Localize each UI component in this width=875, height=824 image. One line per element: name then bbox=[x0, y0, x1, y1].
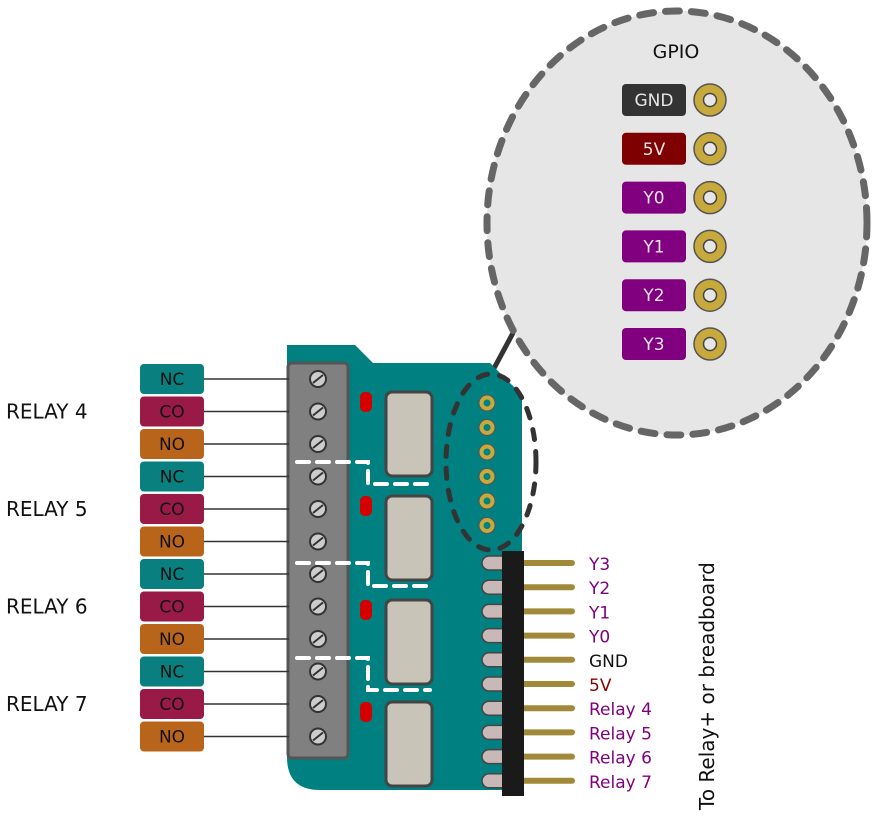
terminal-badge-nc bbox=[140, 461, 204, 492]
gpio-hole bbox=[702, 190, 718, 205]
header-pin-label: Y0 bbox=[588, 628, 610, 648]
status-led bbox=[360, 600, 372, 620]
gpio-pin-badge bbox=[622, 84, 686, 116]
gpio-hole bbox=[702, 92, 718, 108]
board-pad-hole bbox=[483, 399, 491, 407]
relay-component bbox=[384, 598, 434, 686]
header-pin-label: 5V bbox=[589, 676, 612, 696]
gpio-pin-badge bbox=[622, 230, 686, 263]
board-pad-hole bbox=[483, 424, 491, 431]
header-pin-label: Relay 4 bbox=[589, 700, 652, 720]
gpio-pin-label: Y2 bbox=[642, 286, 664, 306]
terminal-label: NO bbox=[159, 630, 185, 650]
screw-slot bbox=[312, 471, 324, 482]
screw-slot bbox=[312, 634, 324, 644]
board-pad-hole bbox=[483, 497, 491, 505]
gpio-pin-label: GND bbox=[635, 91, 674, 111]
terminal-badge-nc bbox=[140, 364, 204, 394]
gpio-pin-label: Y3 bbox=[642, 335, 664, 355]
terminal-label: NC bbox=[160, 468, 185, 488]
header-pin-label: Relay 5 bbox=[589, 724, 652, 744]
gpio-pin-badge bbox=[622, 132, 686, 165]
header-pin-label: Relay 7 bbox=[589, 773, 652, 793]
screw-slot bbox=[312, 439, 324, 449]
terminal-badge-co bbox=[140, 494, 204, 524]
gpio-title: GPIO bbox=[653, 41, 700, 63]
callout-connector bbox=[489, 330, 516, 375]
terminal-label: NC bbox=[160, 370, 185, 390]
status-led bbox=[360, 702, 372, 722]
side-note: To Relay+ or breadboard bbox=[695, 562, 719, 811]
screw-slot bbox=[312, 666, 324, 677]
terminal-label: CO bbox=[159, 695, 184, 715]
gpio-pin-badge bbox=[622, 328, 686, 360]
terminal-label: NC bbox=[160, 663, 185, 683]
terminal-badge-nc bbox=[140, 656, 204, 687]
gpio-pin-badge bbox=[622, 181, 686, 214]
terminal-badge-no bbox=[140, 721, 204, 752]
gpio-pin-badge bbox=[622, 279, 686, 312]
relay-component bbox=[384, 494, 434, 582]
terminal-badge-no bbox=[140, 624, 204, 654]
gpio-hole bbox=[702, 336, 718, 352]
gpio-pin-label: 5V bbox=[643, 140, 666, 160]
terminal-badge-nc bbox=[140, 559, 204, 589]
relay-board bbox=[286, 345, 575, 796]
header-pin-label: GND bbox=[589, 652, 628, 672]
gpio-hole bbox=[702, 239, 718, 254]
gpio-zoom-bubble bbox=[483, 7, 871, 439]
section-divider bbox=[295, 561, 432, 588]
relay-label: RELAY 7 bbox=[6, 692, 88, 716]
terminal-label: CO bbox=[159, 598, 184, 618]
terminal-badge-co bbox=[140, 689, 204, 719]
terminal-badge-co bbox=[140, 396, 204, 427]
header-pin-label: Y2 bbox=[588, 579, 610, 599]
terminal-label: NO bbox=[159, 533, 185, 553]
screw-slot bbox=[312, 699, 324, 709]
gpio-hole bbox=[702, 287, 718, 303]
terminal-badge-no bbox=[140, 429, 204, 459]
status-led bbox=[360, 392, 372, 412]
gpio-hole bbox=[702, 141, 718, 157]
screw-slot bbox=[312, 569, 324, 579]
relay-component bbox=[384, 390, 434, 478]
header-pin-label: Relay 6 bbox=[589, 749, 652, 769]
terminal-label: NO bbox=[159, 728, 185, 748]
gpio-pin-label: Y1 bbox=[642, 237, 664, 257]
terminal-label: NO bbox=[159, 435, 185, 455]
terminal-label: CO bbox=[159, 403, 184, 423]
screw-slot bbox=[312, 406, 324, 417]
terminal-badge-co bbox=[140, 591, 204, 622]
gpio-pads-highlight bbox=[443, 371, 539, 553]
screw-slot bbox=[312, 374, 324, 384]
relay-component bbox=[384, 700, 434, 788]
screw-slot bbox=[312, 504, 324, 514]
header-pin-label: Y3 bbox=[588, 555, 610, 575]
relay-label: RELAY 5 bbox=[6, 497, 88, 521]
status-led bbox=[360, 496, 372, 516]
header-connector bbox=[502, 551, 524, 796]
screw-slot bbox=[312, 731, 324, 742]
board-pad-hole bbox=[483, 448, 491, 456]
section-divider bbox=[295, 460, 432, 486]
relay-label: RELAY 6 bbox=[6, 595, 88, 619]
board-pad-hole bbox=[483, 522, 491, 529]
relay-label: RELAY 4 bbox=[6, 400, 88, 424]
screw-slot bbox=[312, 601, 324, 612]
terminal-label: NC bbox=[160, 565, 185, 585]
screw-slot bbox=[312, 536, 324, 547]
terminal-badge-no bbox=[140, 526, 204, 557]
board-pad-hole bbox=[483, 473, 491, 480]
terminal-label: CO bbox=[159, 500, 184, 520]
gpio-pin-label: Y0 bbox=[642, 189, 664, 209]
section-divider bbox=[295, 656, 432, 692]
header-pin-label: Y1 bbox=[588, 603, 610, 623]
